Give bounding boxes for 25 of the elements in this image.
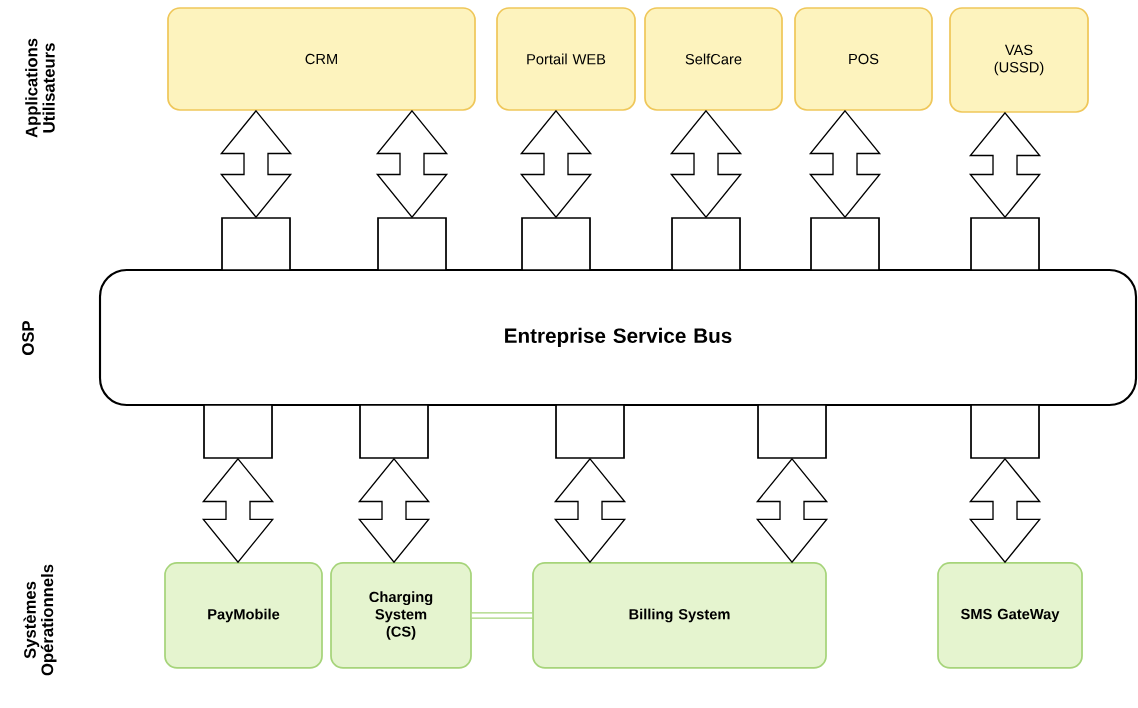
application-box: Portail WEB — [496, 7, 636, 111]
row-label: OSP — [22, 321, 34, 355]
port-box — [521, 217, 591, 271]
system-box: Charging System (CS) — [330, 562, 472, 669]
port-box — [221, 217, 291, 271]
port-box — [203, 404, 273, 459]
system-box: PayMobile — [164, 562, 323, 669]
application-box: VAS (USSD) — [949, 7, 1089, 113]
row-label: Applications Utilisateurs — [25, 38, 55, 138]
port-box — [555, 404, 625, 459]
bus-band: Entreprise Service Bus — [98, 268, 1138, 407]
row-label: Systèmes Opérationnels — [23, 564, 57, 676]
application-box: CRM — [167, 7, 476, 111]
application-box: SelfCare — [644, 7, 783, 111]
port-box — [810, 217, 880, 271]
port-box — [970, 217, 1040, 271]
system-box: Billing System — [532, 562, 827, 669]
system-box: SMS GateWay — [937, 562, 1083, 669]
double-line — [471, 612, 533, 619]
port-box — [377, 217, 447, 271]
port-box — [671, 217, 741, 271]
port-box — [757, 404, 827, 459]
application-box: POS — [794, 7, 933, 111]
port-box — [359, 404, 429, 459]
port-box — [970, 404, 1040, 459]
